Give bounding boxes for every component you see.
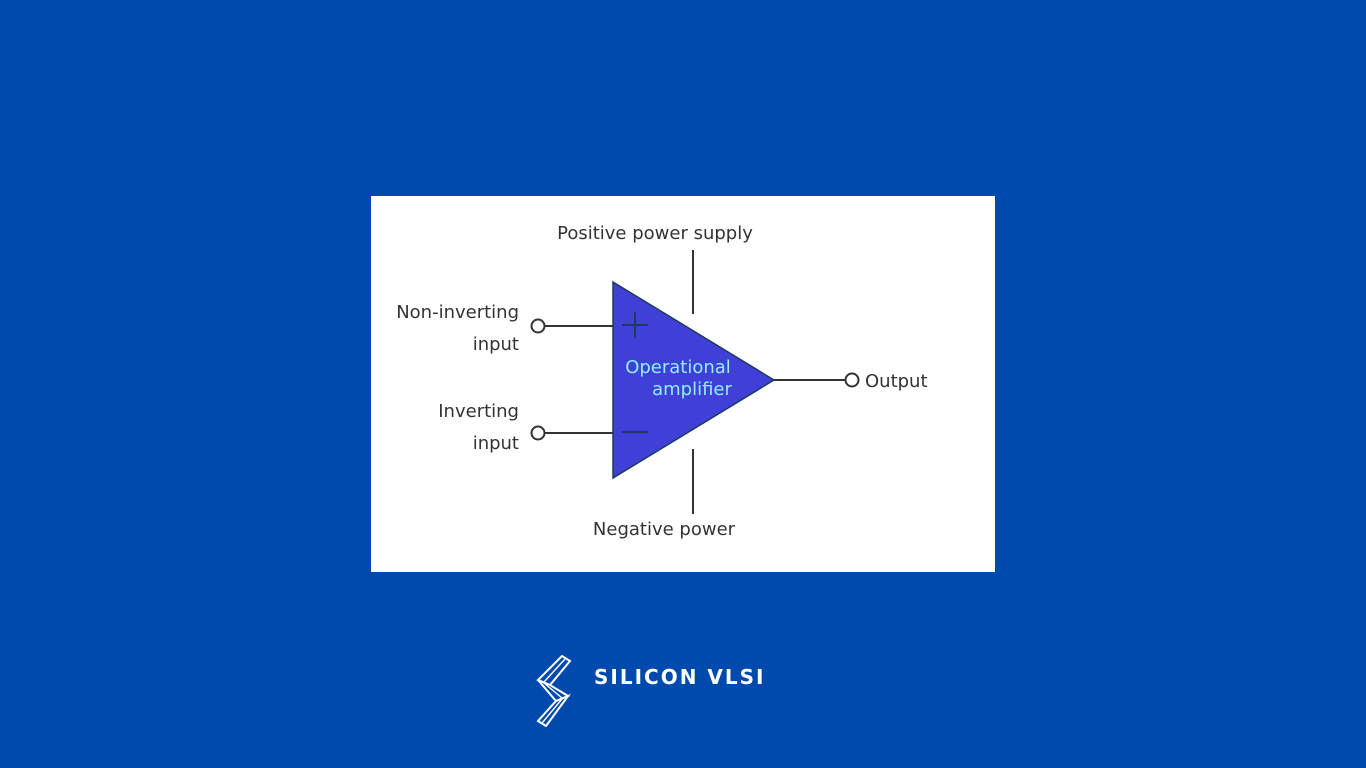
non-inverting-terminal [530, 318, 546, 334]
opamp-label-line1: Operational [625, 357, 731, 378]
output-label: Output [865, 371, 928, 392]
brand-name: SILICON VLSI [594, 665, 766, 689]
opamp-label-line2: amplifier [652, 379, 732, 400]
inverting-label-line1: Inverting [438, 401, 519, 422]
opamp-triangle [612, 280, 776, 480]
positive-supply-label: Positive power supply [557, 223, 753, 244]
negative-supply-label: Negative power [593, 519, 736, 540]
inverting-label-line2: input [473, 433, 519, 454]
lightning-bolt-icon [536, 655, 572, 727]
opamp-diagram-card: Operational amplifier Positive power sup… [371, 196, 995, 572]
output-terminal [844, 372, 860, 388]
brand-footer: SILICON VLSI [534, 655, 765, 727]
non-inverting-label-line2: input [473, 334, 519, 355]
non-inverting-label-line1: Non-inverting [396, 302, 519, 323]
inverting-terminal [530, 425, 546, 441]
opamp-diagram: Operational amplifier Positive power sup… [396, 223, 928, 540]
